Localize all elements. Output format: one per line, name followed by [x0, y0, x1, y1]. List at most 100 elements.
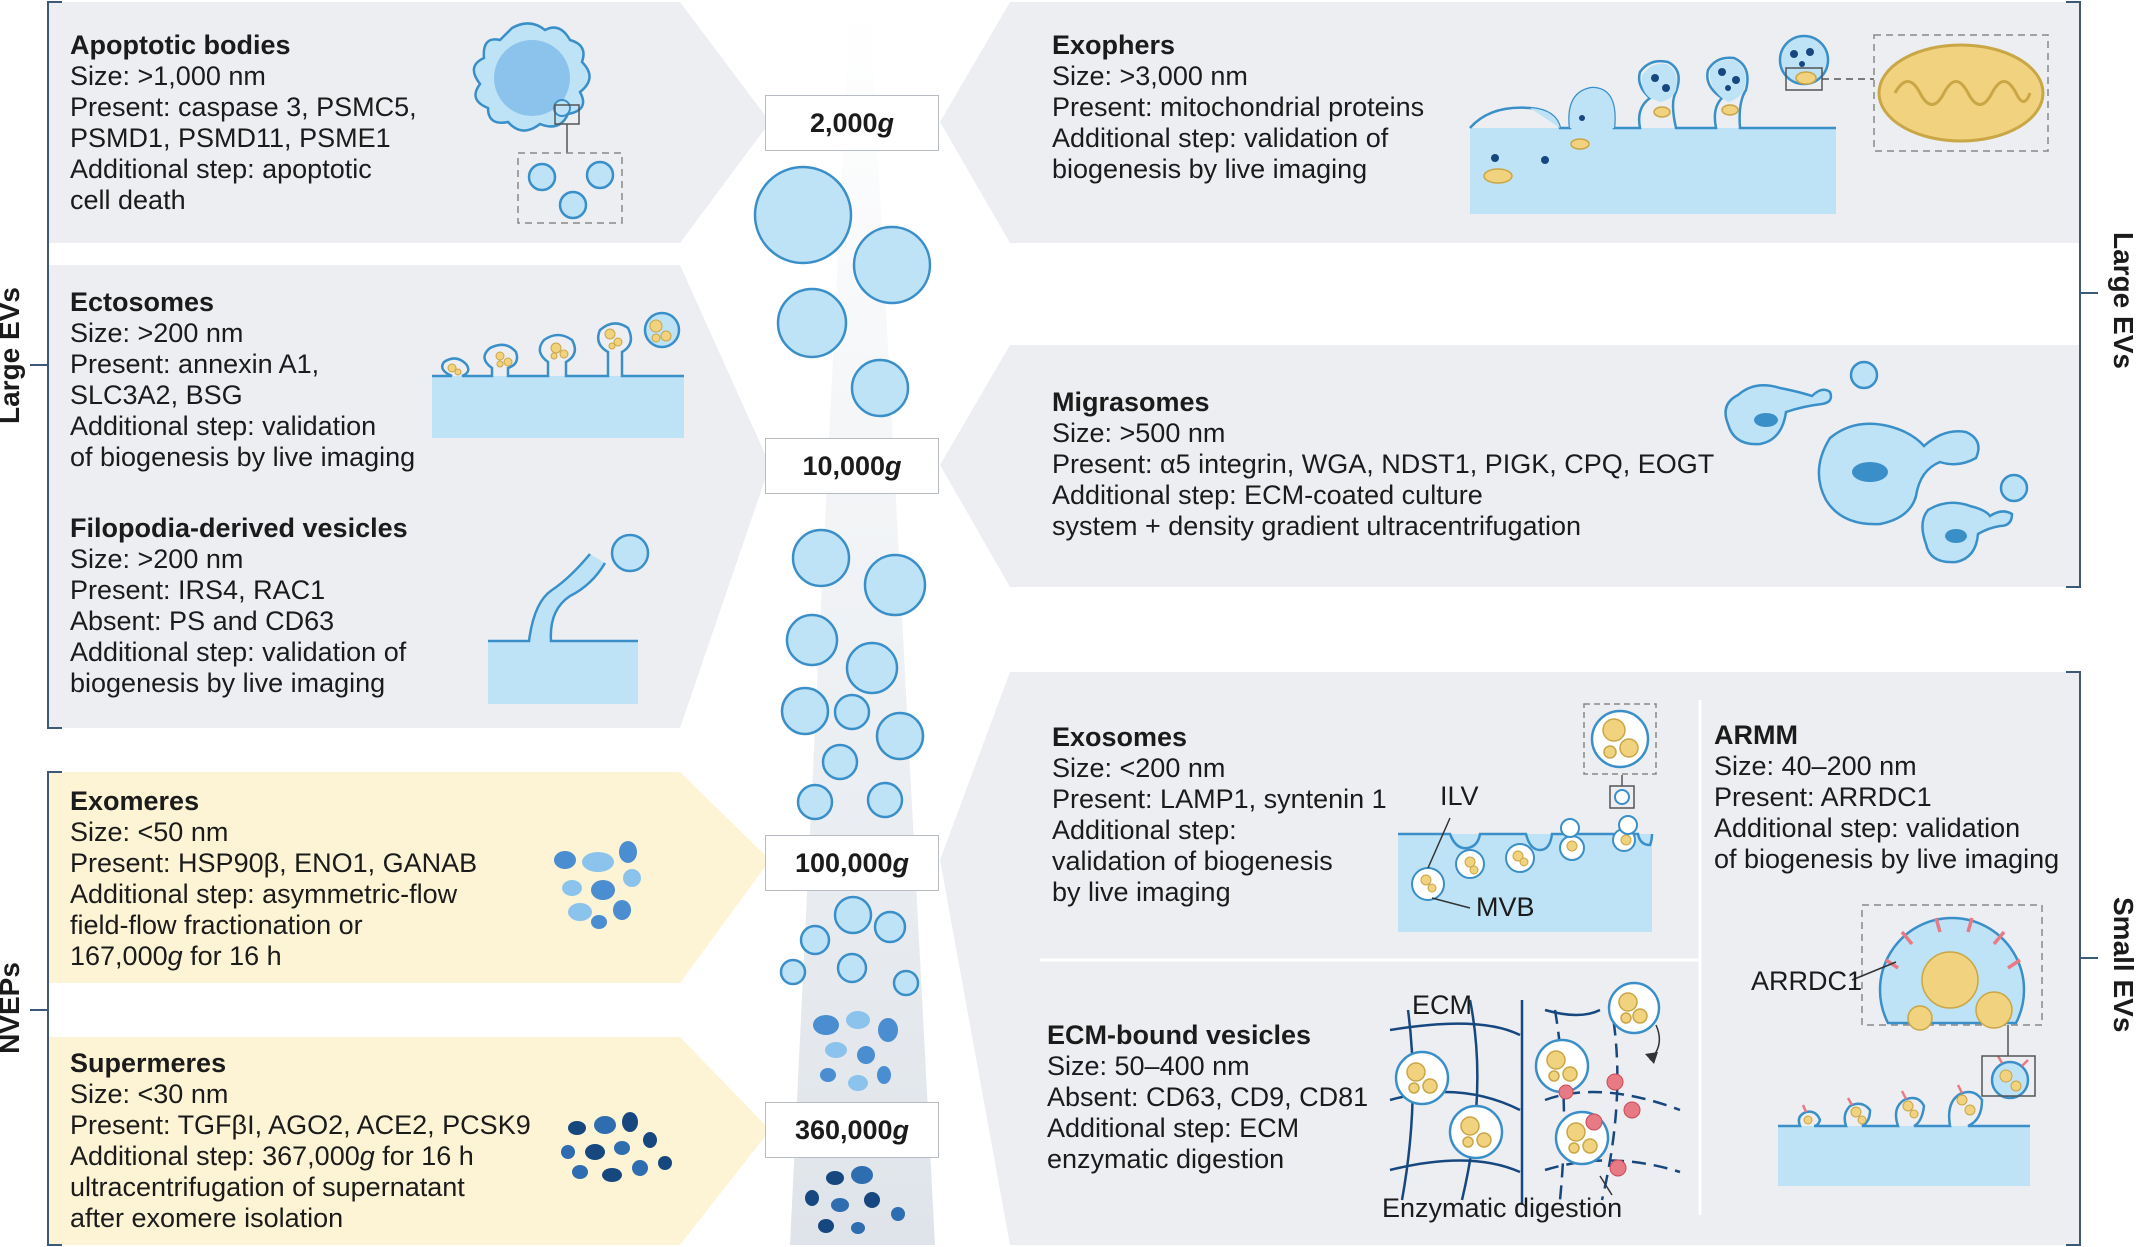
- supermere-illustration: [561, 1112, 672, 1182]
- ectosome-illustration: [432, 311, 684, 438]
- panel-line: by live imaging: [1052, 877, 1231, 907]
- panel-line: of biogenesis by live imaging: [1714, 844, 2060, 874]
- panel-line: Size: <30 nm: [70, 1079, 229, 1109]
- panel-line: Present: HSP90β, ENO1, GANAB: [70, 848, 478, 878]
- funnel-small-vesicles: [779, 895, 920, 997]
- panel-line: cell death: [70, 185, 186, 215]
- panel-title: Supermeres: [70, 1048, 227, 1078]
- panel-line: Size: 50–400 nm: [1047, 1051, 1250, 1081]
- panel-title: Apoptotic bodies: [70, 30, 291, 60]
- filopodia-illustration: [488, 533, 650, 704]
- exosomes-text: Exosomes Size: <200 nm Present: LAMP1, s…: [1052, 722, 1387, 908]
- supermeres-text: Supermeres Size: <30 nm Present: TGFβI, …: [70, 1048, 531, 1234]
- label-ilv: ILV: [1440, 781, 1479, 811]
- right-bracket-small: [2066, 671, 2098, 1246]
- panel-line: Present: ARRDC1: [1714, 782, 1932, 812]
- ecm-illustration: [1389, 981, 1681, 1205]
- panel-line: after exomere isolation: [70, 1203, 344, 1233]
- exophers-text: Exophers Size: >3,000 nm Present: mitoch…: [1052, 30, 1424, 185]
- panel-line: enzymatic digestion: [1047, 1144, 1285, 1174]
- left-bracket-large: [30, 1, 62, 729]
- panel-line: Size: >3,000 nm: [1052, 61, 1248, 91]
- panel-line: Additional step: validation: [70, 411, 377, 441]
- apoptotic-bodies-text: Apoptotic bodies Size: >1,000 nm Present…: [70, 30, 417, 216]
- panel-line: Additional step: apoptotic: [70, 154, 372, 184]
- panel-line: biogenesis by live imaging: [70, 668, 386, 698]
- exomere-illustration: [554, 841, 641, 929]
- filopodia-vesicles-text: Filopodia-derived vesicles Size: >200 nm…: [70, 513, 408, 699]
- panel-line: 167,000g for 16 h: [70, 941, 282, 971]
- panel-line: Present: caspase 3, PSMC5,: [70, 92, 417, 122]
- speed-unit: g: [885, 450, 902, 481]
- label-enzymatic-digestion: Enzymatic digestion: [1382, 1193, 1623, 1223]
- panel-line: Additional step: validation of: [70, 637, 407, 667]
- ecm-bound-vesicles-text: ECM-bound vesicles Size: 50–400 nm Absen…: [1047, 1020, 1368, 1175]
- panel-line: Size: 40–200 nm: [1714, 751, 1917, 781]
- exopher-illustration: [1469, 34, 2049, 214]
- panel-line: Additional step: ECM: [1047, 1113, 1300, 1143]
- speed-value: 360,000: [794, 1114, 893, 1145]
- panel-title: Exophers: [1052, 30, 1176, 60]
- panel-line: Present: mitochondrial proteins: [1052, 92, 1425, 122]
- funnel-supermere-particles: [805, 1166, 905, 1234]
- apoptotic-body-illustration: [472, 22, 623, 224]
- panel-line: Additional step:: [1052, 815, 1237, 845]
- panel-line: Size: >500 nm: [1052, 418, 1226, 448]
- panel-title: Exomeres: [70, 786, 200, 816]
- right-bracket-large: [2066, 1, 2098, 588]
- panel-line: ultracentrifugation of supernatant: [70, 1172, 465, 1202]
- exosome-illustration: [1398, 703, 1657, 932]
- panel-line: Size: >200 nm: [70, 544, 244, 574]
- panel-line: Additional step: validation of: [1052, 123, 1389, 153]
- exomeres-text: Exomeres Size: <50 nm Present: HSP90β, E…: [70, 786, 477, 972]
- speed-value: 100,000: [794, 847, 893, 878]
- speed-unit: g: [892, 847, 910, 878]
- panel-title: ARMM: [1714, 720, 1798, 750]
- panel-line: Absent: PS and CD63: [70, 606, 335, 636]
- panel-line: Additional step: ECM-coated culture: [1052, 480, 1483, 510]
- speed-value: 10,000: [802, 450, 886, 481]
- side-label-left-large: Large EVs: [0, 287, 25, 424]
- panel-title: Ectosomes: [70, 287, 215, 317]
- left-bracket-nvep: [30, 771, 62, 1246]
- panel-title: Migrasomes: [1052, 387, 1210, 417]
- panel-line: Present: annexin A1,: [70, 349, 320, 379]
- panel-line: biogenesis by live imaging: [1052, 154, 1368, 184]
- migrasome-illustration: [1724, 360, 2029, 564]
- panel-title: ECM-bound vesicles: [1047, 1020, 1312, 1050]
- label-arrdc1: ARRDC1: [1751, 966, 1863, 996]
- panel-title: Exosomes: [1052, 722, 1188, 752]
- funnel-large-vesicles: [753, 165, 932, 418]
- panel-line: system + density gradient ultracentrifug…: [1052, 511, 1582, 541]
- armm-illustration: [1778, 904, 2043, 1186]
- speed-unit: g: [877, 107, 895, 138]
- side-label-right-small: Small EVs: [2108, 897, 2139, 1033]
- panel-exomeres-bg: [48, 772, 770, 983]
- panel-supermeres-bg: [48, 1037, 770, 1245]
- panel-line: Additional step: 367,000g for 16 h: [70, 1141, 474, 1171]
- panel-title: Filopodia-derived vesicles: [70, 513, 408, 543]
- panel-line: Absent: CD63, CD9, CD81: [1047, 1082, 1369, 1112]
- panel-line: SLC3A2, BSG: [70, 380, 243, 410]
- panel-line: Additional step: validation: [1714, 813, 2021, 843]
- panel-line: Present: LAMP1, syntenin 1: [1052, 784, 1387, 814]
- panel-line: Present: TGFβI, AGO2, ACE2, PCSK9: [70, 1110, 531, 1140]
- panel-line: PSMD1, PSMD11, PSME1: [70, 123, 391, 153]
- migrasome-nuclei: [1754, 413, 1967, 543]
- panel-line: field-flow fractionation or: [70, 910, 363, 940]
- panel-line: Size: >200 nm: [70, 318, 244, 348]
- armm-text: ARMM Size: 40–200 nm Present: ARRDC1 Add…: [1714, 720, 2059, 875]
- speed-unit: g: [892, 1114, 910, 1145]
- label-mvb: MVB: [1476, 892, 1535, 922]
- panel-line: Size: <200 nm: [1052, 753, 1226, 783]
- funnel-exomere-particles: [813, 1011, 898, 1091]
- side-label-right-large: Large EVs: [2108, 232, 2139, 369]
- migrasomes-text: Migrasomes Size: >500 nm Present: α5 int…: [1052, 387, 1714, 542]
- speed-value: 2,000: [809, 107, 878, 138]
- label-ecm: ECM: [1412, 990, 1472, 1020]
